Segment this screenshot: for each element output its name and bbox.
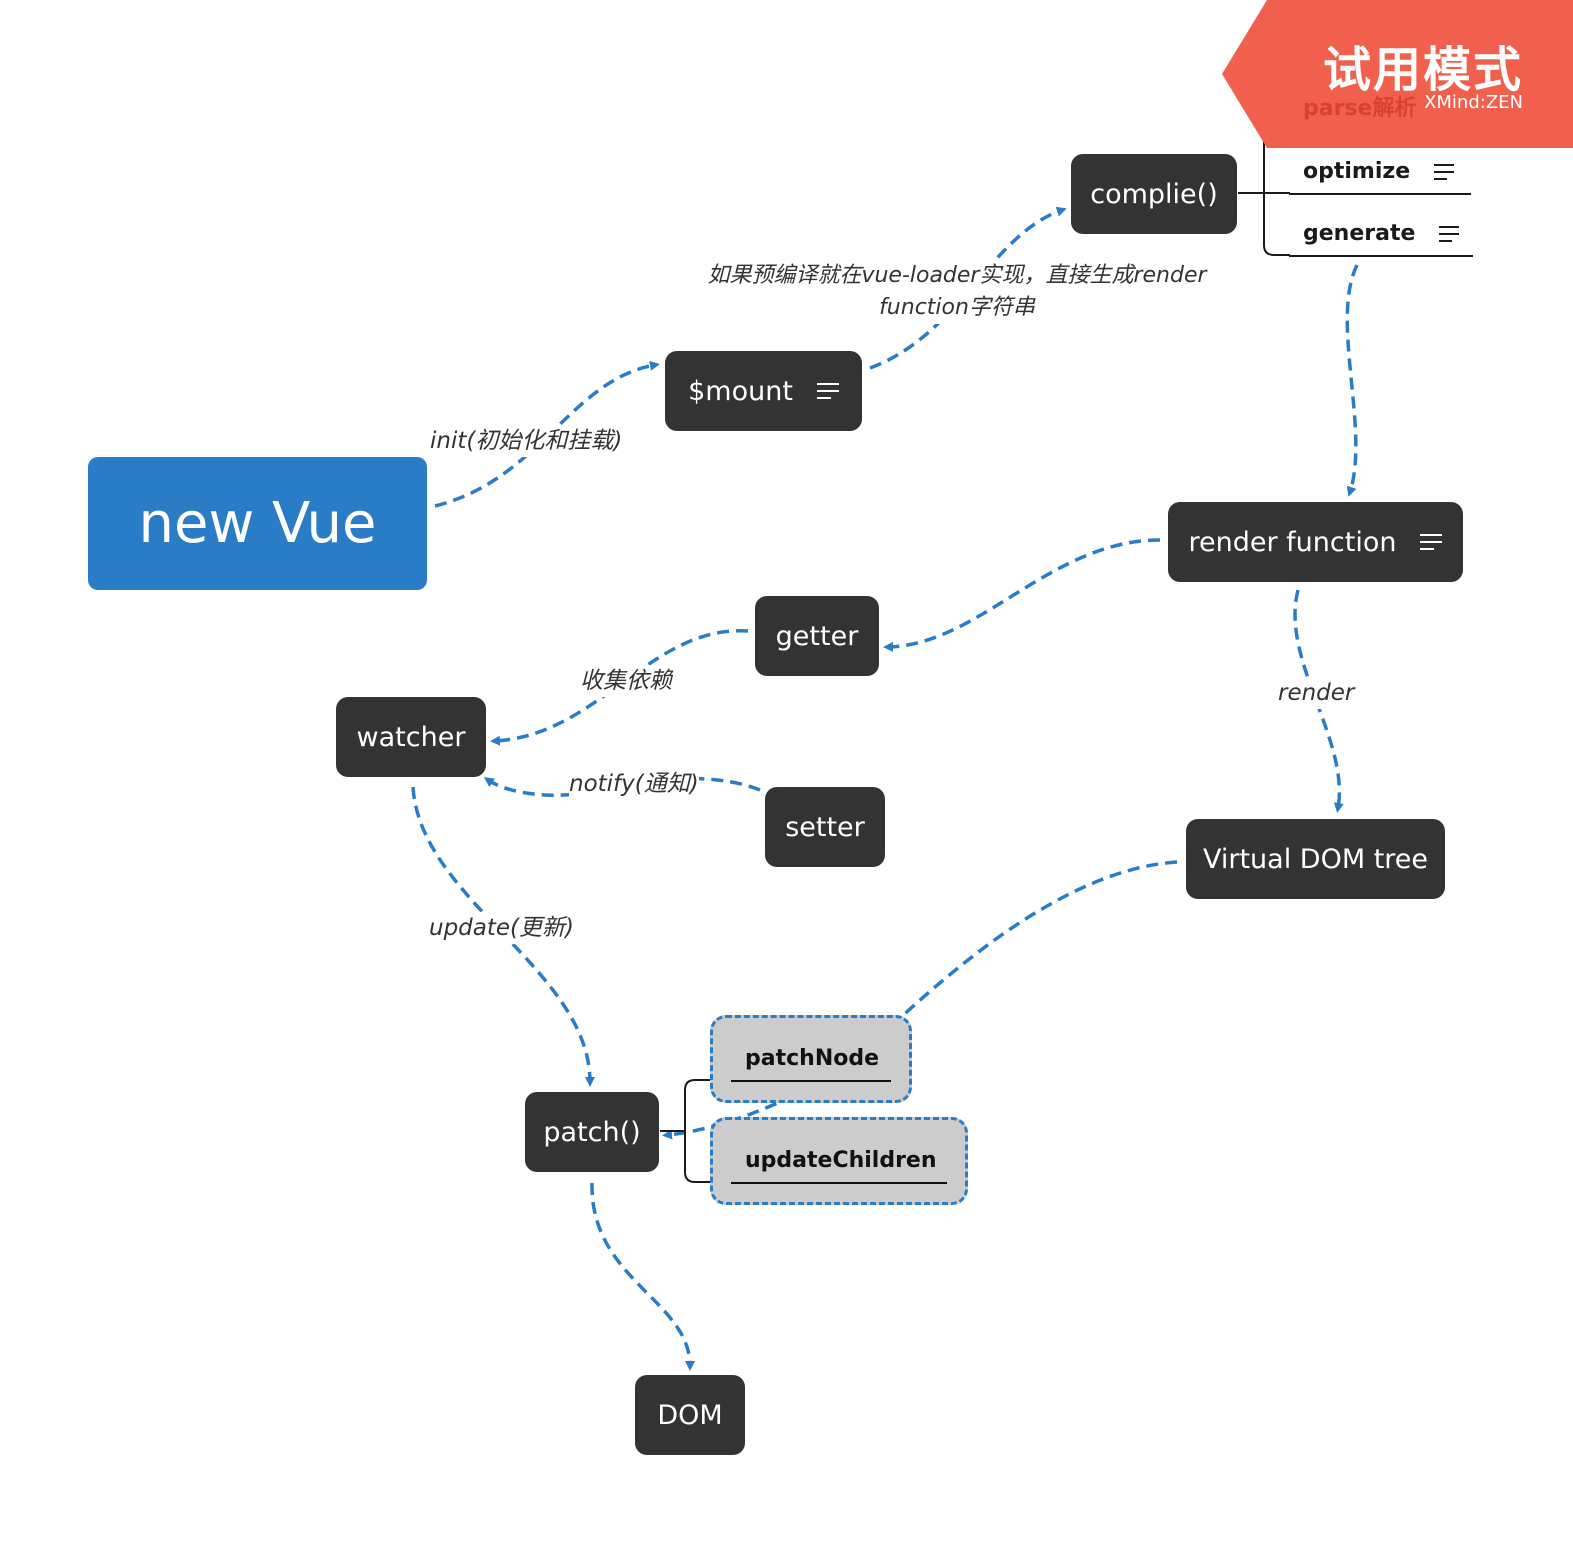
node-setter-label: setter xyxy=(785,811,865,843)
notes-icon xyxy=(816,383,839,399)
node-dom[interactable]: DOM xyxy=(635,1375,745,1455)
node-dom-label: DOM xyxy=(657,1399,723,1431)
node-new-vue-label: new Vue xyxy=(138,491,377,556)
link-render-vdom xyxy=(1293,589,1344,813)
label-precompile: 如果预编译就在vue-loader实现，直接生成render function字… xyxy=(697,260,1217,324)
node-patch[interactable]: patch() xyxy=(525,1092,659,1172)
label-render: render xyxy=(1278,677,1355,709)
trial-watermark-badge xyxy=(1222,0,1573,148)
link-render-getter xyxy=(883,538,1161,652)
subtopic-update-children[interactable]: updateChildren xyxy=(731,1139,947,1184)
label-notify: notify(通知) xyxy=(569,768,699,800)
subtopic-optimize[interactable]: optimize xyxy=(1289,150,1471,195)
subtopic-parse: parse解析 xyxy=(1303,96,1417,121)
bracket-compile xyxy=(1238,129,1290,256)
node-getter[interactable]: getter xyxy=(755,596,879,676)
node-mount-label: $mount xyxy=(688,375,793,407)
node-render-function-label: render function xyxy=(1188,526,1397,558)
node-getter-label: getter xyxy=(775,620,859,652)
bracket-patch xyxy=(660,1079,730,1183)
node-patch-label: patch() xyxy=(543,1116,641,1148)
watermark-brand: XMind:ZEN xyxy=(1424,92,1523,113)
subtopic-generate[interactable]: generate xyxy=(1289,212,1473,257)
node-virtual-dom-tree-label: Virtual DOM tree xyxy=(1202,843,1429,875)
subtopic-generate-label: generate xyxy=(1303,221,1416,246)
node-compile-label: complie() xyxy=(1090,178,1218,210)
link-patch-dom xyxy=(590,1182,695,1371)
highlight-update-children xyxy=(710,1117,968,1205)
node-mount[interactable]: $mount xyxy=(665,351,862,431)
node-compile[interactable]: complie() xyxy=(1071,154,1237,234)
subtopic-optimize-label: optimize xyxy=(1303,159,1411,184)
label-precompile-line2: function字符串 xyxy=(879,295,1035,320)
notes-icon xyxy=(1420,534,1443,550)
subtopic-update-children-label: updateChildren xyxy=(745,1148,937,1173)
node-watcher[interactable]: watcher xyxy=(336,697,486,777)
node-render-function[interactable]: render function xyxy=(1168,502,1463,582)
watermark-title: 试用模式 xyxy=(1322,42,1523,98)
subtopic-patch-node[interactable]: patchNode xyxy=(731,1037,891,1082)
node-new-vue[interactable]: new Vue xyxy=(88,457,427,590)
node-watcher-label: watcher xyxy=(356,721,466,753)
highlight-patch-node xyxy=(710,1015,912,1103)
link-generate-render xyxy=(1345,264,1359,497)
notes-icon xyxy=(1439,225,1460,242)
label-update: update(更新) xyxy=(429,912,574,944)
node-virtual-dom-tree[interactable]: Virtual DOM tree xyxy=(1186,819,1445,899)
label-init: init(初始化和挂载) xyxy=(430,425,623,457)
label-precompile-line1: 如果预编译就在vue-loader实现，直接生成render xyxy=(707,263,1207,288)
label-collect-deps: 收集依赖 xyxy=(580,665,672,697)
notes-icon xyxy=(1434,163,1455,180)
node-setter[interactable]: setter xyxy=(765,787,885,867)
subtopic-patch-node-label: patchNode xyxy=(745,1046,880,1071)
